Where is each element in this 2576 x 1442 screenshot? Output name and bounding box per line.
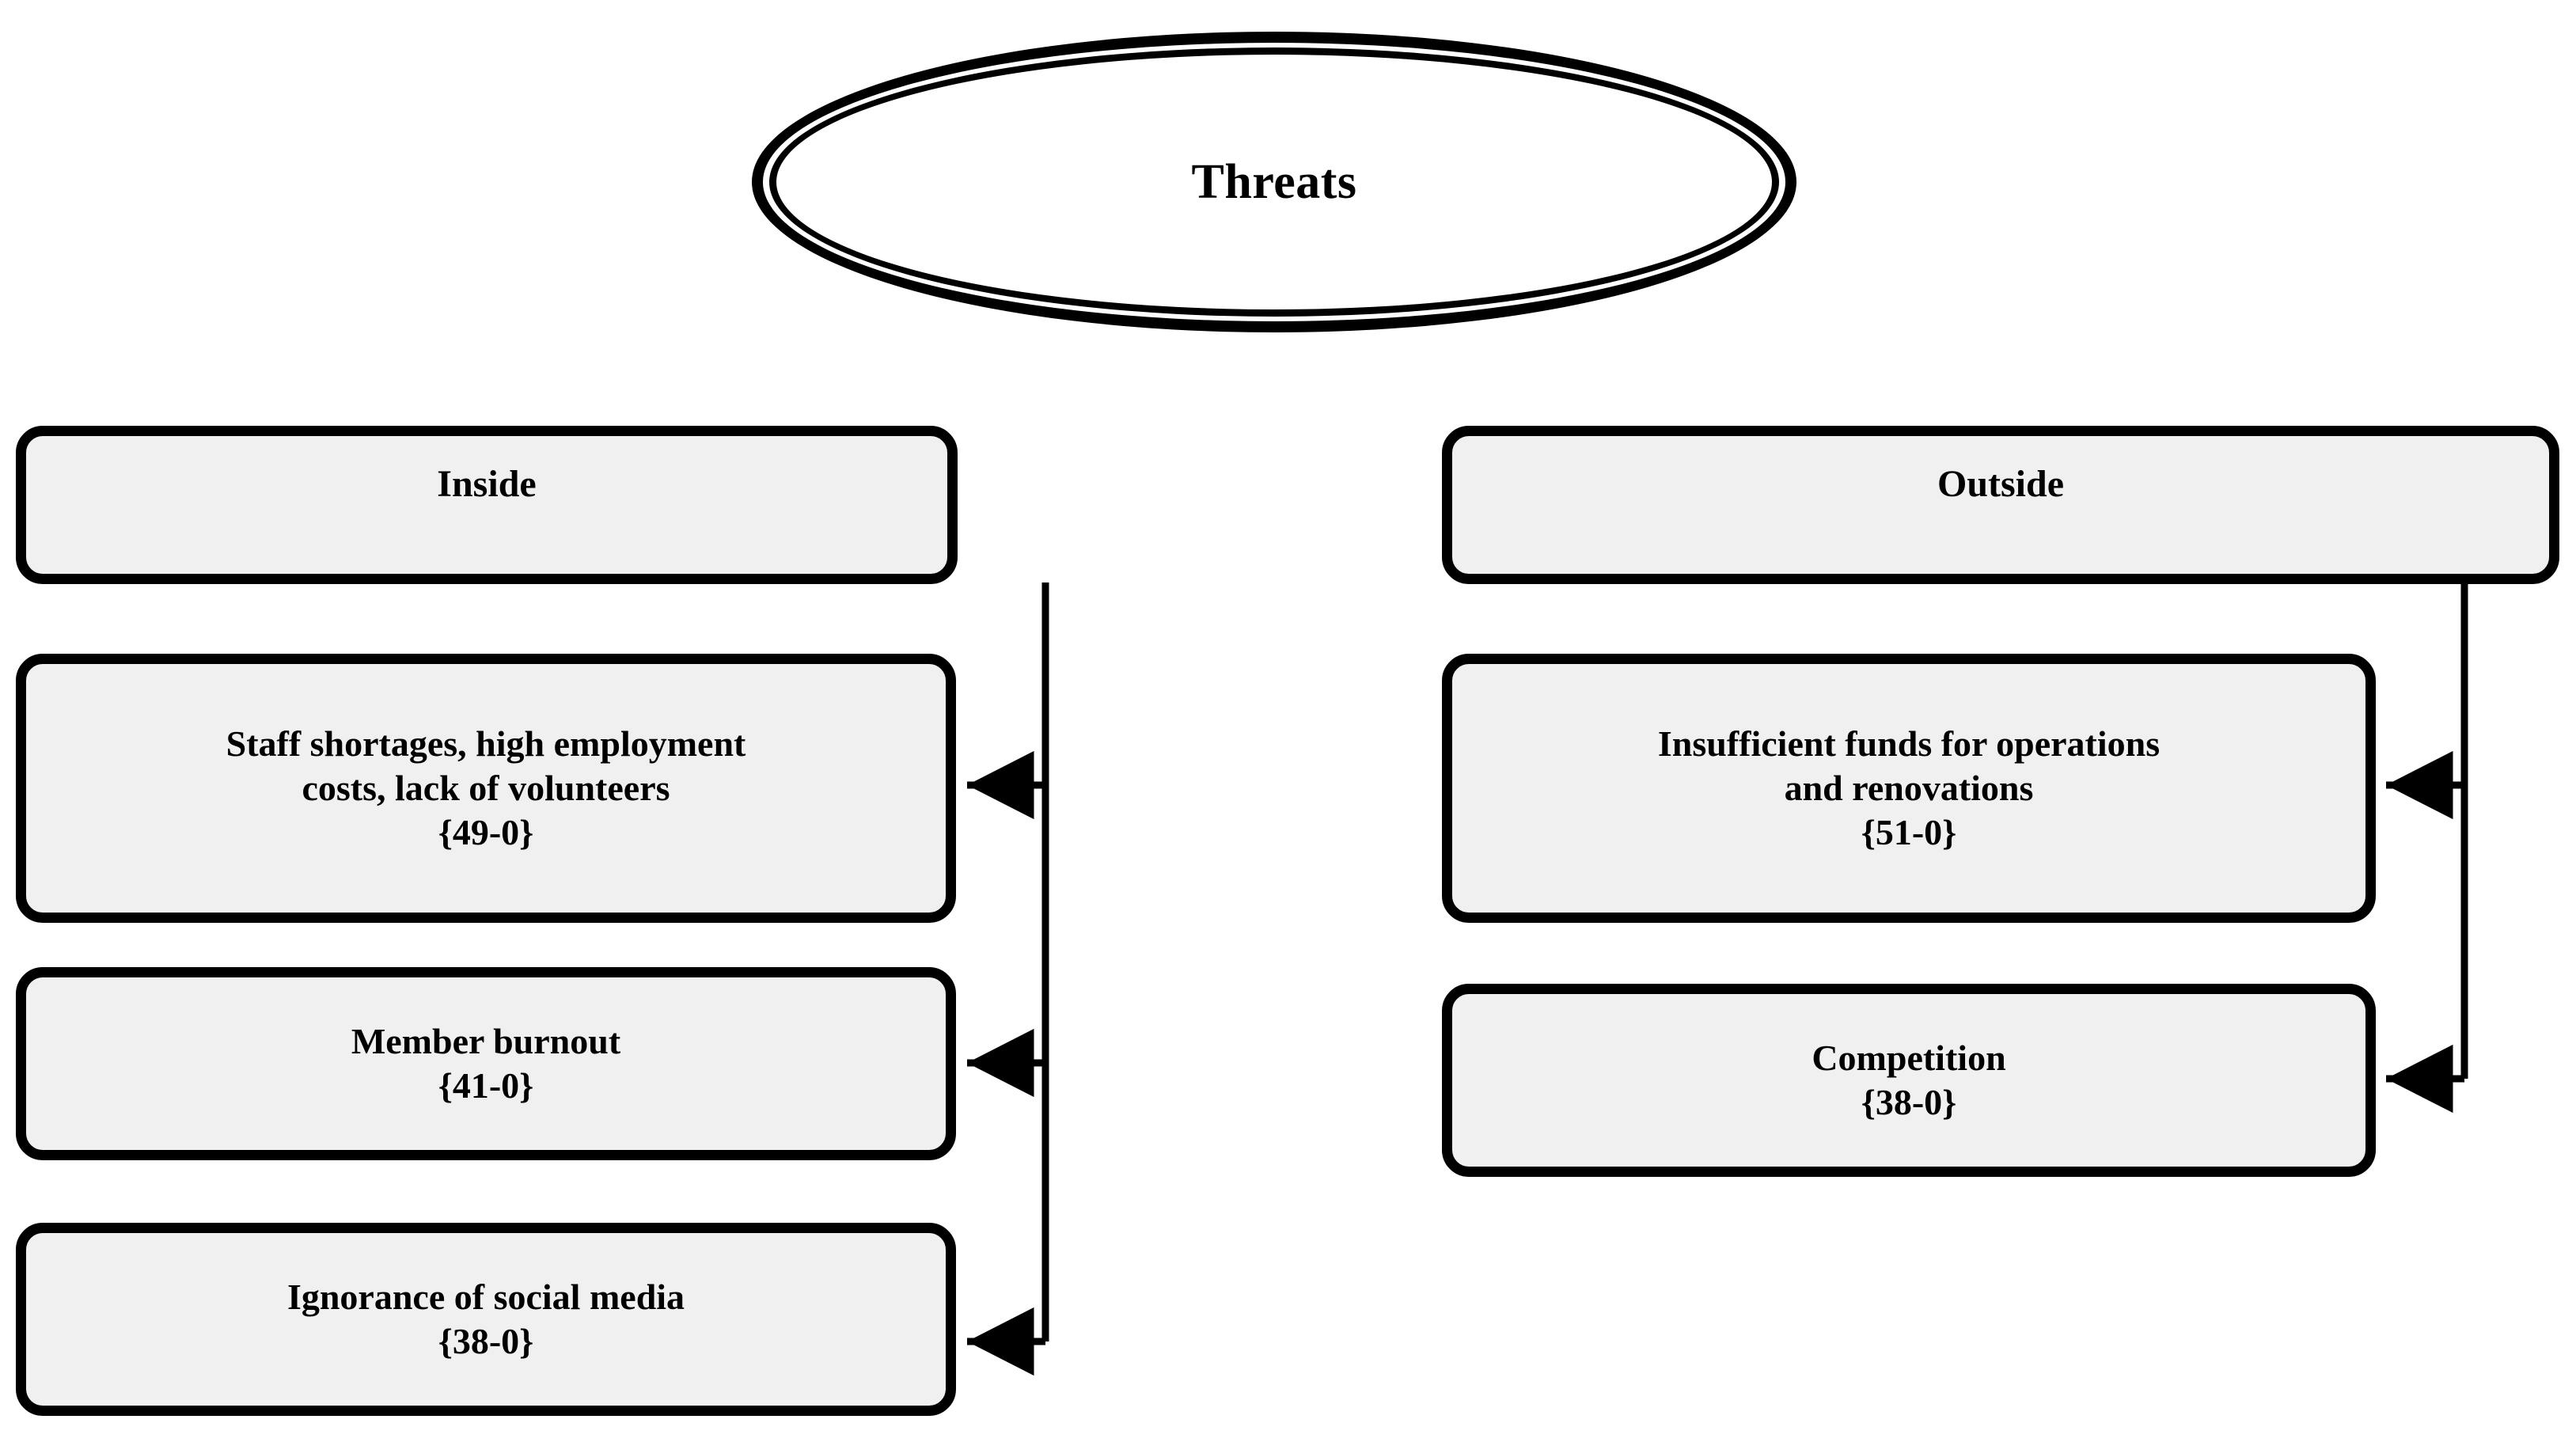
root-node-threats[interactable]: Threats: [752, 32, 1796, 332]
node-outside-item-2-label: Competition {38-0}: [1812, 1037, 2006, 1122]
branch-header-inside-label: Inside: [437, 462, 537, 505]
node-inside-item-3-label: Ignorance of social media {38-0}: [286, 1276, 685, 1361]
connector-inside-branch: [966, 582, 1049, 1376]
node-inside-item-3[interactable]: Ignorance of social media {38-0}: [16, 1223, 956, 1416]
ellipse-inner-ring: [769, 47, 1779, 317]
node-inside-item-1-label: Staff shortages, high employment costs, …: [226, 723, 746, 853]
branch-header-inside[interactable]: Inside: [16, 426, 958, 584]
node-outside-item-1-label: Insufficient funds for operations and re…: [1657, 723, 2161, 853]
node-outside-item-1[interactable]: Insufficient funds for operations and re…: [1442, 654, 2376, 923]
root-node-label: Threats: [1191, 154, 1357, 209]
node-outside-item-2[interactable]: Competition {38-0}: [1442, 984, 2376, 1177]
node-inside-item-2-label: Member burnout {41-0}: [351, 1020, 621, 1106]
connector-outside-branch: [2385, 582, 2468, 1114]
node-inside-item-1[interactable]: Staff shortages, high employment costs, …: [16, 654, 956, 923]
node-inside-item-2[interactable]: Member burnout {41-0}: [16, 967, 956, 1160]
branch-header-outside[interactable]: Outside: [1442, 426, 2559, 584]
branch-header-outside-label: Outside: [1937, 462, 2065, 505]
